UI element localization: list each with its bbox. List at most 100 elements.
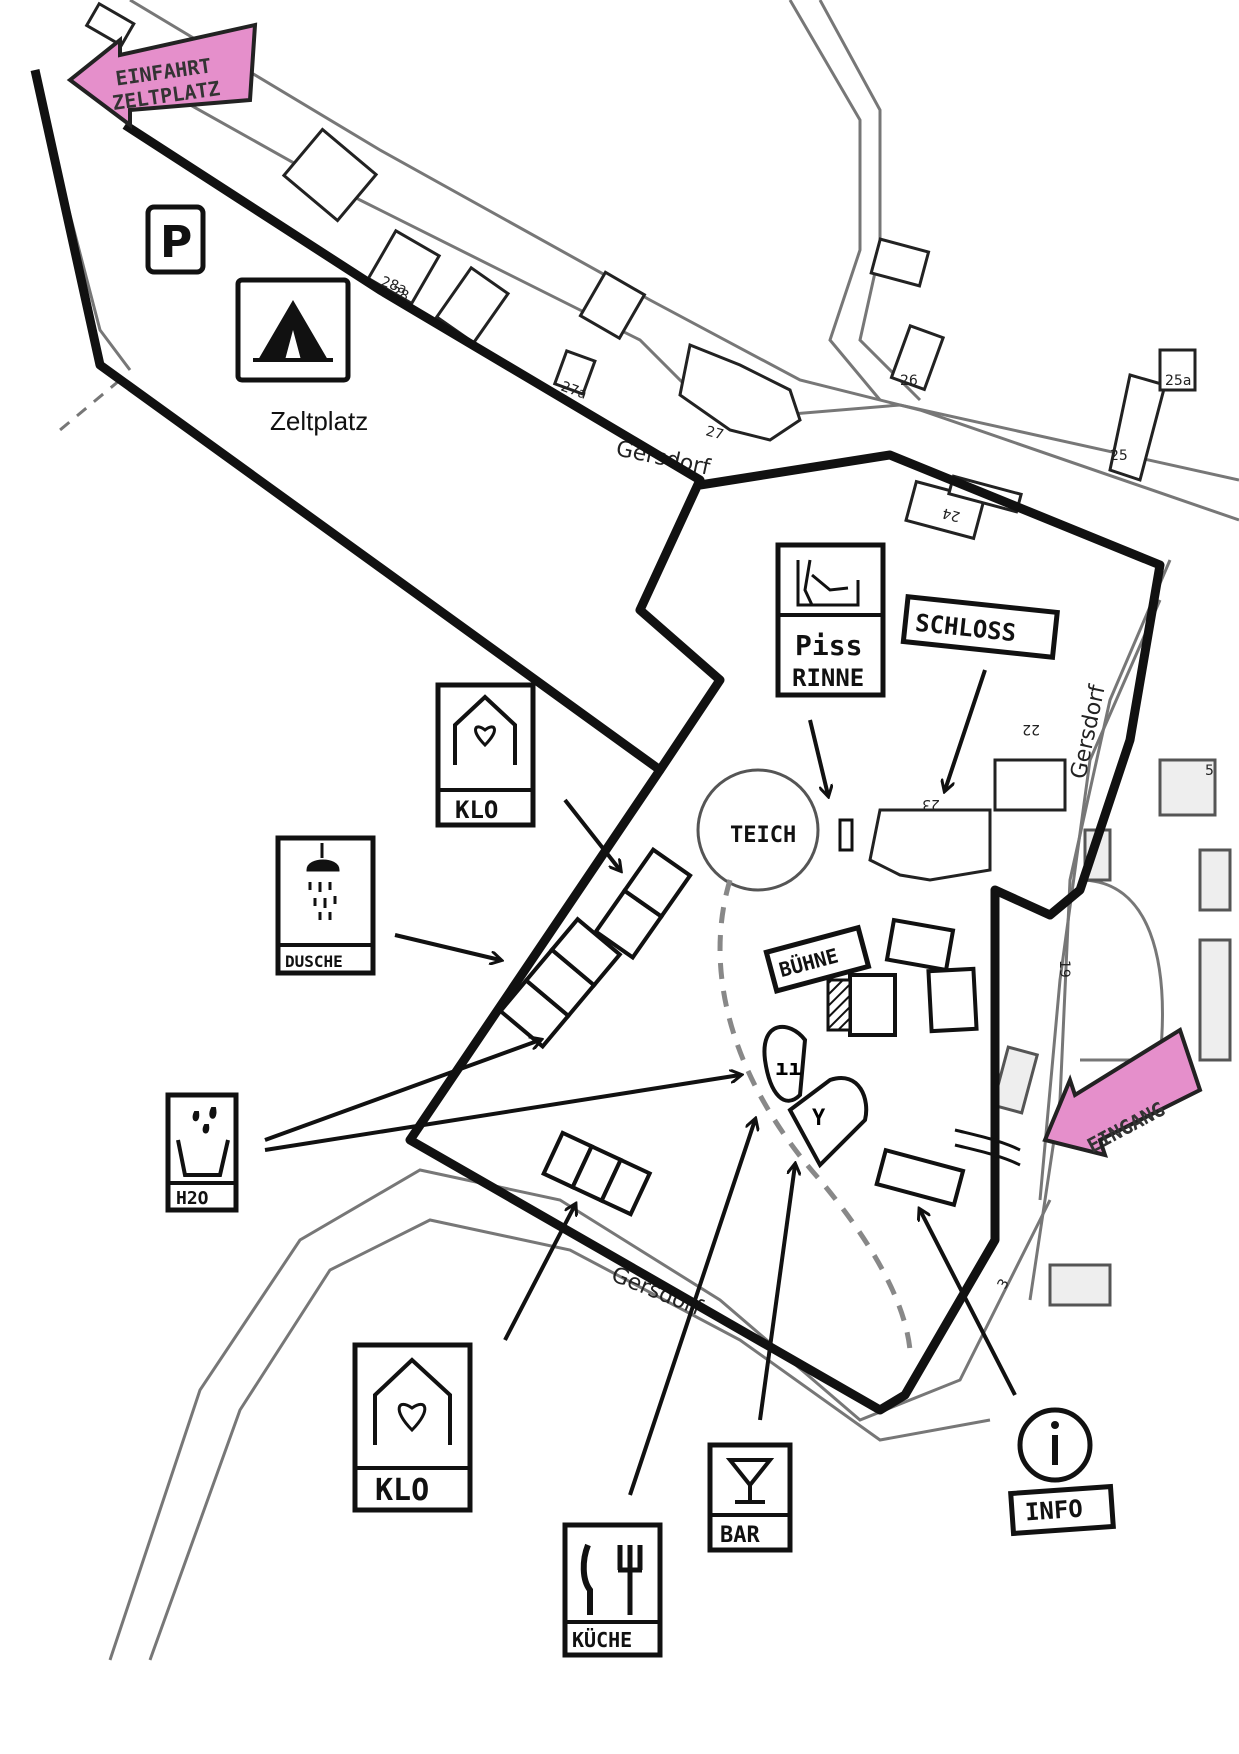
- kueche-frame: [562, 1522, 663, 1658]
- arrow-dusche: [394, 933, 500, 960]
- pissrinne-label-2: RINNE: [792, 664, 864, 692]
- buehne-sign: BÜHNE: [763, 924, 872, 995]
- entrance-marks: [954, 1128, 1021, 1167]
- basin-icon: [176, 1139, 230, 1177]
- house-number-25a: 25a: [1165, 373, 1191, 389]
- house-number-27: 27: [704, 423, 725, 443]
- cabin: [598, 1157, 653, 1217]
- bar-area: [787, 1076, 869, 1169]
- arrow-klo-north: [563, 798, 620, 870]
- stage-block: [884, 917, 956, 973]
- road-east-upper: [1028, 559, 1172, 1301]
- buehne-frame: [763, 924, 872, 995]
- house: [990, 1045, 1040, 1115]
- pond-label: TEICH: [730, 823, 796, 848]
- castle: [868, 808, 992, 882]
- house-number-22: 22: [1022, 721, 1040, 737]
- zeltplatz-label: Zeltplatz: [270, 406, 368, 436]
- boundary-camping: [30, 69, 725, 775]
- road-northeast-curve: [788, 0, 882, 401]
- water-drops-icon: [192, 1107, 217, 1134]
- pissrinne-label-1: Piss: [795, 629, 862, 662]
- shower-drops: [308, 882, 337, 920]
- klo-house-icon-south: [373, 1357, 452, 1445]
- house: [552, 348, 597, 396]
- house: [1198, 938, 1232, 1062]
- stage-hatch: [826, 978, 852, 1032]
- bar-sign: BAR: [707, 1442, 793, 1553]
- h2o-label: H2O: [176, 1188, 209, 1209]
- road-east-lower: [1038, 599, 1162, 1201]
- klo-label-south: KLO: [375, 1473, 429, 1508]
- cabin: [621, 846, 693, 920]
- arrow-schloss: [945, 669, 987, 790]
- klo-sign-south: KLO: [352, 1342, 473, 1513]
- house: [889, 323, 946, 392]
- kueche-label: KÜCHE: [572, 1628, 632, 1652]
- house-number-5: 5: [1205, 763, 1214, 779]
- bar-area-icon: Y: [812, 1106, 826, 1131]
- heart-icon: [474, 725, 496, 748]
- cocktail-glass-icon: [725, 1458, 775, 1504]
- house-number-25: 25: [1110, 448, 1128, 464]
- cabin: [549, 916, 623, 988]
- arrow-pissrinne: [808, 719, 828, 795]
- house-number-19: 19: [1056, 960, 1072, 978]
- info-frame: [1008, 1483, 1116, 1537]
- house: [678, 342, 802, 442]
- parking-sign: P: [145, 204, 206, 275]
- arrows: [264, 669, 1017, 1496]
- klo-cabins-south: [540, 1130, 653, 1217]
- houses: [84, 1, 1232, 1307]
- house: [281, 127, 379, 223]
- arrow-h2o-2: [264, 1075, 740, 1152]
- road-north-upper: [129, 0, 1239, 522]
- pissrinne-frame: [775, 542, 886, 698]
- fork-icon: [617, 1545, 643, 1615]
- einfahrt-zeltplatz-arrow: [66, 22, 258, 129]
- klo-house-icon-north: [453, 694, 517, 765]
- h2o-sign: H2O: [165, 1092, 239, 1213]
- house: [1108, 373, 1167, 482]
- house: [1158, 348, 1197, 392]
- info-icon-dot: [1051, 1421, 1059, 1429]
- parking-label: P: [160, 217, 192, 268]
- pissrinne-sign: Piss RINNE: [775, 542, 886, 698]
- info-sign: INFO: [1008, 1407, 1116, 1537]
- house: [578, 270, 647, 341]
- road-south-outer: [108, 1168, 1052, 1661]
- einfahrt-zeltplatz-sign: EINFAHRT ZELTPLATZ: [66, 22, 258, 129]
- road-south-inner: [148, 1218, 991, 1661]
- facility-blocks: ıı Y: [497, 818, 1021, 1217]
- stage-block: [848, 973, 897, 1037]
- arrow-kueche: [628, 1120, 755, 1496]
- bar-label: BAR: [720, 1523, 760, 1548]
- road-east-loop: [1079, 878, 1164, 1062]
- zeltplatz-sign: Zeltplatz: [235, 277, 368, 436]
- footpath: [717, 879, 913, 1351]
- stage-block: [926, 966, 979, 1034]
- house: [84, 1, 136, 48]
- klo-sign-north: KLO: [435, 682, 536, 828]
- klo-cabins: [593, 846, 693, 961]
- urinal-icon: [796, 559, 860, 607]
- info-label: INFO: [1024, 1495, 1084, 1527]
- arrow-klo-south: [503, 1205, 575, 1341]
- pond-circle: [696, 768, 820, 892]
- arrow-info: [920, 1210, 1017, 1396]
- house-number-24: 24: [941, 504, 962, 524]
- eingang-arrow: [1042, 1026, 1203, 1158]
- house: [1048, 1263, 1112, 1307]
- dusche-sign: DUSCHE: [275, 835, 376, 976]
- knife-icon: [580, 1543, 593, 1615]
- dusche-label: DUSCHE: [285, 952, 343, 971]
- road-west-dashed: [59, 378, 121, 432]
- eingang-sign: EINGANG: [1042, 1026, 1203, 1158]
- parking-frame: [145, 204, 206, 275]
- heart-icon: [397, 1402, 427, 1433]
- kitchen-area-icon: ıı: [775, 1056, 802, 1081]
- house: [1158, 758, 1217, 817]
- house: [869, 237, 931, 288]
- klo-label-north: KLO: [455, 796, 498, 824]
